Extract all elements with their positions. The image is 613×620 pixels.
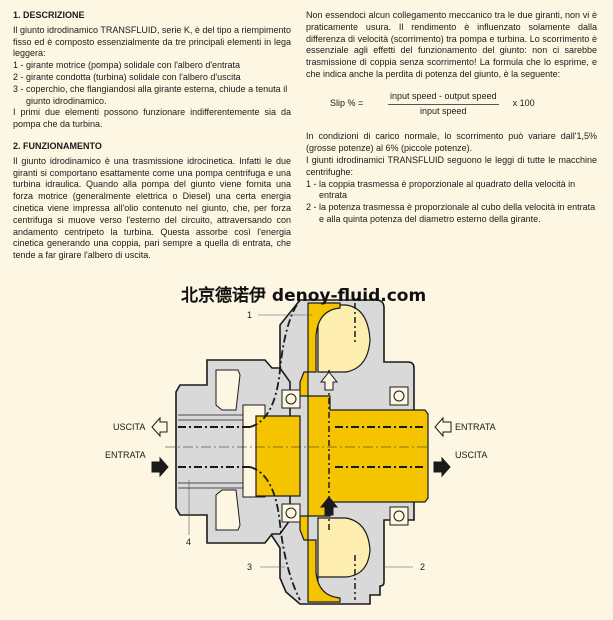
formula-denominator: input speed: [420, 105, 467, 116]
part-label-3: 3: [247, 562, 253, 572]
list-item: 2 - girante condotta (turbina) solidale …: [13, 71, 241, 82]
formula-multiplier: x 100: [512, 98, 535, 109]
part-label-4: 4: [186, 537, 192, 547]
part-label-1: 1: [247, 310, 253, 320]
list-item: 3 - coperchio, che flangiandosi alla gir…: [13, 83, 288, 106]
part-label-2: 2: [420, 562, 426, 572]
carico-paragraph: In condizioni di carico normale, lo scor…: [306, 131, 597, 154]
funzionamento-body: Il giunto idrodinamico è una trasmission…: [13, 155, 291, 261]
left-column: 1. DESCRIZIONE Il giunto idrodinamico TR…: [13, 10, 291, 262]
descrizione-intro: Il giunto idrodinamico TRANSFLUID, serie…: [13, 24, 291, 59]
formula-fraction: input speed - output speed input speed: [388, 91, 499, 118]
label-uscita-right: USCITA: [455, 450, 488, 460]
descrizione-outro: I primi due elementi possono funzionare …: [13, 107, 291, 130]
label-uscita-left: USCITA: [113, 422, 146, 432]
list-item: 2 - la potenza trasmessa è proporzionale…: [306, 202, 596, 224]
slip-formula: Slip % = input speed - output speed inpu…: [330, 91, 597, 118]
section-heading-funzionamento: 2. FUNZIONAMENTO: [13, 140, 102, 151]
section-funzionamento: 2. FUNZIONAMENTO Il giunto idrodinamico …: [13, 141, 291, 262]
label-entrata-left: ENTRATA: [105, 450, 146, 460]
formula-lhs: Slip % =: [330, 98, 364, 109]
label-entrata-right: ENTRATA: [455, 422, 496, 432]
usura-paragraph: Non essendoci alcun collegamento meccani…: [306, 10, 597, 79]
section-heading-descrizione: 1. DESCRIZIONE: [13, 10, 85, 20]
list-item: 1 - la coppia trasmessa è proporzionale …: [306, 178, 576, 201]
right-column: Non essendoci alcun collegamento meccani…: [306, 10, 597, 226]
formula-numerator: input speed - output speed: [388, 91, 499, 105]
leggi-paragraph: I giunti idrodinamici TRANSFLUID seguono…: [306, 154, 597, 177]
list-item: 1 - girante motrice (pompa) solidale con…: [13, 60, 241, 71]
watermark: 北京德诺伊 denoy-fluid.com: [181, 286, 427, 306]
